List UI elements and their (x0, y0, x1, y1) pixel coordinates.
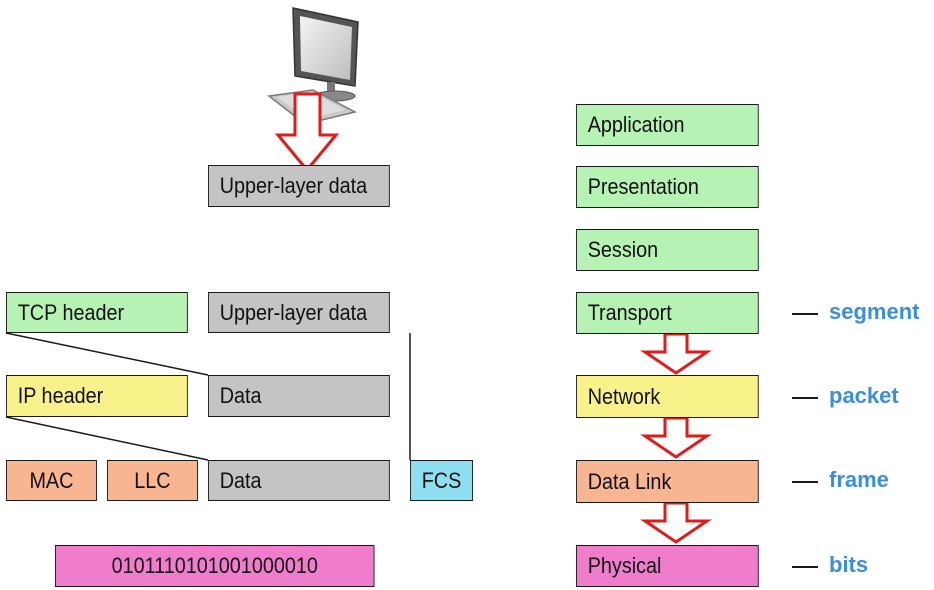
tcp-upper-data-label: Upper-layer data (219, 299, 368, 325)
ip-data-label: Data (219, 383, 262, 408)
datalink-physical-arrow (640, 501, 712, 544)
bits-box: 0101110101001000010 (55, 545, 375, 587)
packet-dash (792, 397, 818, 399)
pdu-label-bits: bits (829, 552, 869, 577)
osi-layer-session: Session (576, 229, 759, 271)
transport-network-arrow (640, 332, 712, 375)
osi-layer-presentation-label: Presentation (587, 174, 699, 199)
mac-label: MAC (29, 467, 74, 493)
tcp-header-label: TCP header (17, 299, 125, 325)
tcp-header-box: TCP header (6, 292, 188, 333)
mac-box: MAC (6, 460, 97, 501)
osi-layer-network: Network (576, 375, 759, 418)
osi-layer-application: Application (576, 104, 759, 146)
upper-layer-data-label: Upper-layer data (219, 173, 368, 198)
ip-header-box: IP header (6, 375, 188, 417)
ip-data-box: Data (208, 375, 390, 417)
osi-layer-transport: Transport (576, 292, 759, 334)
frame-dash (792, 481, 818, 483)
pdu-label-segment: segment (829, 299, 920, 324)
segment-dash (792, 313, 818, 315)
llc-box: LLC (107, 460, 198, 501)
ip-to-frame-line (5, 416, 209, 461)
frame-data-label: Data (219, 467, 262, 493)
bits-label: 0101110101001000010 (111, 553, 318, 578)
upper-layer-data-box: Upper-layer data (208, 165, 390, 207)
osi-layer-transport-label: Transport (587, 300, 672, 325)
pdu-label-frame: frame (829, 467, 889, 492)
osi-layer-physical: Physical (576, 545, 759, 587)
tcp-upper-data-box: Upper-layer data (208, 292, 390, 333)
osi-layer-physical-label: Physical (587, 553, 662, 578)
osi-layer-application-label: Application (587, 112, 685, 137)
network-datalink-arrow (640, 416, 712, 459)
frame-data-box: Data (208, 460, 390, 501)
tcp-to-ip-line (5, 332, 209, 376)
osi-layer-presentation: Presentation (576, 166, 759, 208)
osi-layer-data-link-label: Data Link (587, 468, 672, 494)
fcs-label: FCS (421, 467, 462, 493)
pdu-label-packet: packet (829, 383, 899, 408)
down-arrow (274, 92, 340, 173)
osi-layer-session-label: Session (587, 237, 659, 262)
llc-label: LLC (134, 467, 171, 493)
fcs-box: FCS (410, 460, 473, 501)
osi-layer-network-label: Network (587, 383, 661, 409)
bits-dash (792, 566, 818, 568)
ip-header-label: IP header (17, 383, 104, 408)
osi-layer-data-link: Data Link (576, 460, 759, 503)
